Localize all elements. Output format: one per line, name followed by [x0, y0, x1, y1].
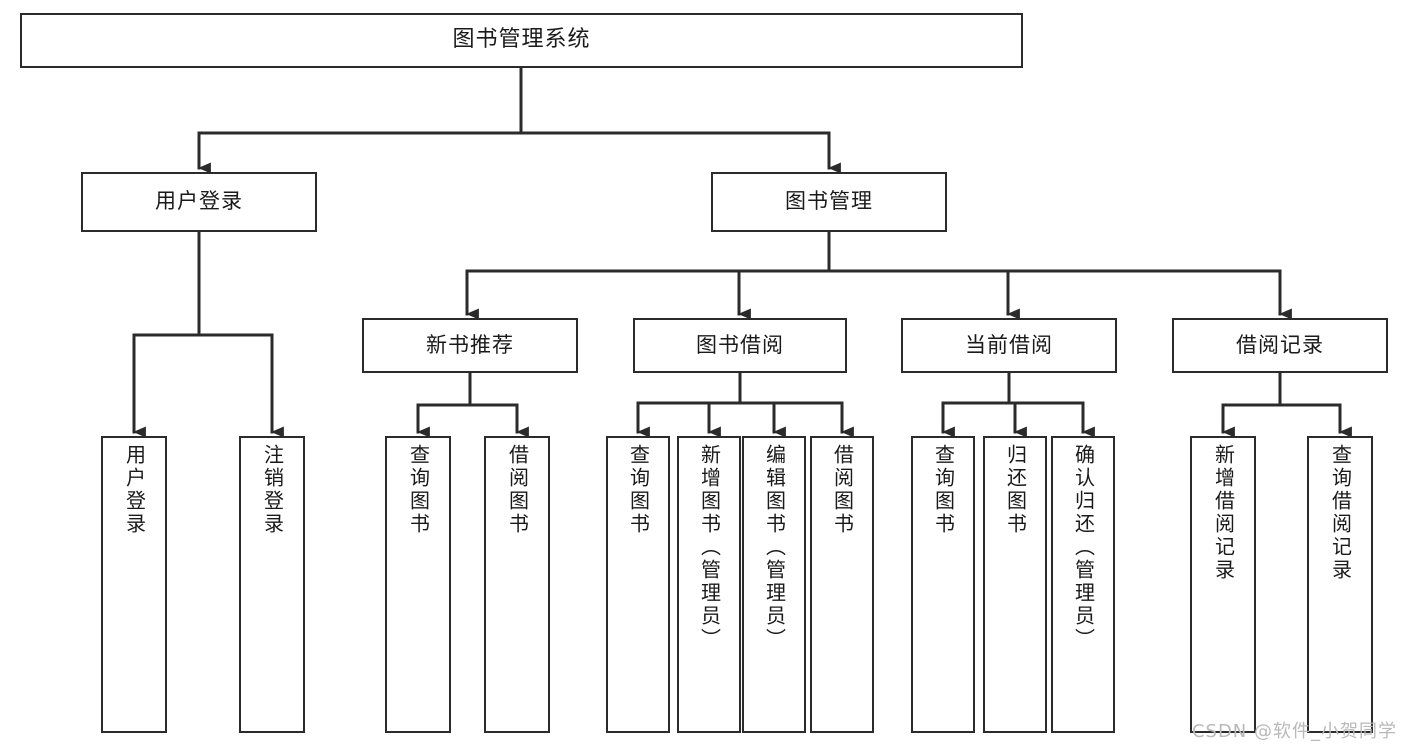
- leaf-node[interactable]: 编辑图书（管理员）: [742, 436, 806, 733]
- leaf-node[interactable]: 查询图书: [385, 436, 451, 733]
- node-book-borrow[interactable]: 图书借阅: [633, 318, 847, 373]
- leaf-node[interactable]: 查询图书: [606, 436, 670, 733]
- leaf-label: 注销登录: [260, 444, 285, 536]
- leaf-label: 查询图书: [931, 444, 956, 536]
- leaf-label: 查询图书: [406, 444, 431, 536]
- leaf-label: 借阅图书: [830, 444, 855, 536]
- leaf-node[interactable]: 查询图书: [911, 436, 975, 733]
- leaf-label: 归还图书: [1003, 444, 1028, 536]
- leaf-node[interactable]: 新增图书（管理员）: [677, 436, 741, 733]
- leaf-label: 确认归还（管理员）: [1071, 444, 1096, 651]
- leaf-label: 编辑图书（管理员）: [762, 444, 787, 651]
- node-root-system[interactable]: 图书管理系统: [20, 13, 1023, 68]
- leaf-node[interactable]: 查询借阅记录: [1307, 436, 1373, 733]
- node-book-management[interactable]: 图书管理: [711, 172, 947, 232]
- leaf-node[interactable]: 归还图书: [983, 436, 1047, 733]
- leaf-node[interactable]: 确认归还（管理员）: [1051, 436, 1115, 733]
- leaf-node[interactable]: 用户登录: [101, 436, 167, 733]
- leaf-label: 查询借阅记录: [1328, 444, 1353, 582]
- leaf-node[interactable]: 新增借阅记录: [1190, 436, 1256, 733]
- leaf-node[interactable]: 注销登录: [239, 436, 305, 733]
- node-user-login[interactable]: 用户登录: [81, 172, 317, 232]
- node-current-borrow[interactable]: 当前借阅: [901, 318, 1117, 373]
- leaf-node[interactable]: 借阅图书: [810, 436, 874, 733]
- leaf-label: 用户登录: [122, 444, 147, 536]
- leaf-label: 查询图书: [626, 444, 651, 536]
- node-borrow-record[interactable]: 借阅记录: [1172, 318, 1388, 373]
- leaf-node[interactable]: 借阅图书: [484, 436, 550, 733]
- leaf-label: 新增图书（管理员）: [697, 444, 722, 651]
- node-new-book-recommend[interactable]: 新书推荐: [362, 318, 578, 373]
- leaf-label: 借阅图书: [505, 444, 530, 536]
- leaf-label: 新增借阅记录: [1211, 444, 1236, 582]
